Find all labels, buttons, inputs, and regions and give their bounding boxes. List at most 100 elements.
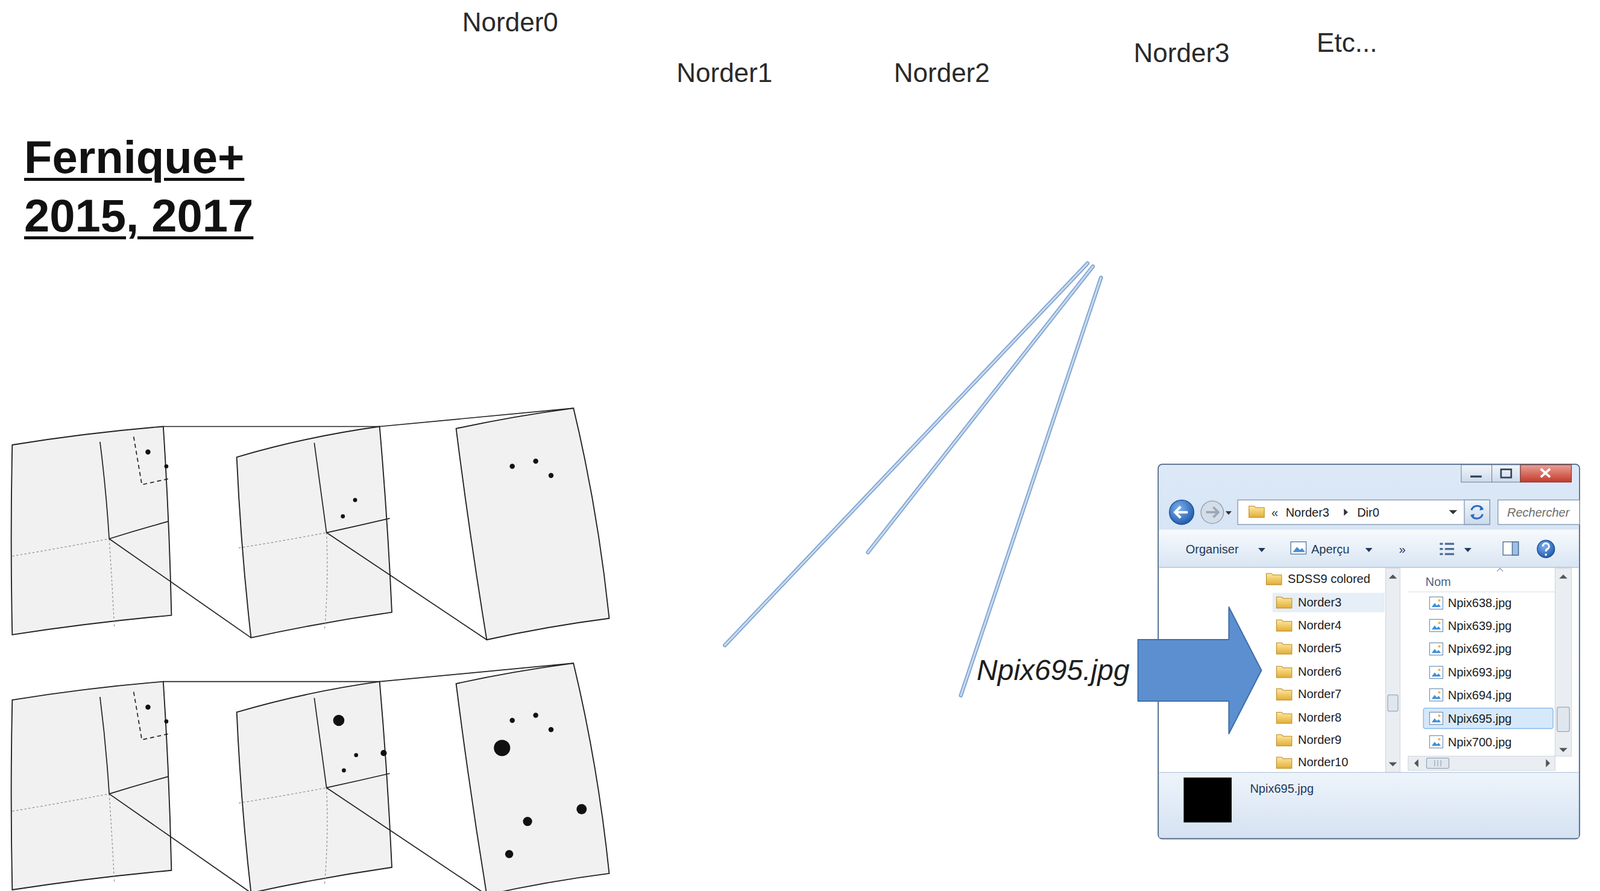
star <box>789 621 791 623</box>
zoom-line <box>109 408 574 640</box>
star <box>868 591 870 593</box>
star <box>866 714 871 719</box>
star <box>868 746 873 752</box>
star <box>806 622 808 624</box>
source-dot <box>353 752 359 758</box>
star <box>922 657 926 661</box>
healpix-sphere: Norder2 <box>812 130 1082 401</box>
help-button <box>1537 540 1555 558</box>
star <box>795 605 797 608</box>
star <box>847 599 849 602</box>
title-heading: Fernique+ 2015, 2017 <box>24 127 338 245</box>
folder-icon <box>1276 642 1292 655</box>
star <box>888 675 890 677</box>
star <box>815 634 817 636</box>
star <box>793 611 795 613</box>
star <box>737 660 741 664</box>
star <box>817 633 820 635</box>
star <box>810 727 812 729</box>
star <box>865 558 867 560</box>
order-label: Norder3 <box>1133 37 1230 70</box>
pixel-center-dots <box>604 130 856 368</box>
star <box>856 649 860 653</box>
star <box>865 682 868 685</box>
window-text: Dir0 <box>1357 505 1380 520</box>
refresh-icon <box>1470 506 1484 519</box>
selected-folder-row <box>1272 592 1385 612</box>
pane-icon <box>1511 541 1519 556</box>
star <box>822 649 825 652</box>
window-text: Npix694.jpg <box>1448 687 1512 703</box>
star <box>848 651 851 653</box>
star <box>872 699 874 701</box>
star <box>857 686 860 688</box>
sphere-illustration <box>595 120 854 378</box>
star <box>764 619 769 623</box>
star <box>841 701 843 703</box>
star <box>798 599 800 602</box>
star <box>864 680 866 682</box>
star <box>783 650 784 652</box>
window-frame <box>1158 464 1580 839</box>
star <box>916 675 920 679</box>
star <box>839 623 841 626</box>
star <box>819 724 820 725</box>
star <box>795 700 798 703</box>
folder-icon <box>1249 506 1265 518</box>
source-dot <box>145 704 151 710</box>
star <box>876 647 882 653</box>
preview-icon <box>1290 541 1306 555</box>
star <box>933 669 934 671</box>
star <box>812 710 815 713</box>
star <box>919 688 922 691</box>
zoom-leader-line <box>724 263 1101 696</box>
star <box>883 599 884 601</box>
window-text: Npix639.jpg <box>1448 618 1512 634</box>
tile-panel <box>236 426 392 638</box>
window-text: SDSS9 colored <box>1287 571 1371 586</box>
star <box>799 722 802 725</box>
star <box>837 689 841 693</box>
star <box>897 684 899 687</box>
star <box>859 706 863 709</box>
star <box>839 584 840 586</box>
star <box>745 651 746 653</box>
sphere-illustration <box>426 72 666 312</box>
star <box>902 693 904 694</box>
star <box>909 699 913 702</box>
minimize-glyph <box>1470 475 1482 478</box>
content-area <box>1159 567 1579 773</box>
source-dot <box>509 463 515 469</box>
star <box>880 725 885 730</box>
star <box>926 648 928 650</box>
star <box>876 701 878 703</box>
window-text: Norder5 <box>1297 640 1342 656</box>
star <box>847 746 853 752</box>
image-file-icon <box>1429 689 1443 702</box>
sort-chevron <box>1496 568 1503 572</box>
star <box>889 705 890 707</box>
zoom-leader-line <box>724 263 1101 696</box>
star <box>876 699 878 701</box>
source-dot <box>532 458 538 464</box>
tile-zoom-row <box>11 663 610 891</box>
dropdown-caret <box>1448 510 1458 515</box>
star <box>871 680 872 681</box>
window-text: Organiser <box>1185 541 1239 557</box>
source-dot <box>576 804 587 815</box>
window-text: Npix695.jpg <box>1249 781 1314 796</box>
search-box <box>1498 499 1580 525</box>
star <box>844 615 847 618</box>
star <box>805 593 811 599</box>
star <box>846 682 849 685</box>
source-dot <box>340 514 345 519</box>
window-text: » <box>1399 541 1406 557</box>
pixel-center-dots <box>1043 88 1357 401</box>
star <box>805 678 808 681</box>
star <box>840 660 841 661</box>
star <box>813 677 820 684</box>
star <box>754 647 756 649</box>
star <box>846 682 852 688</box>
star <box>807 618 808 620</box>
star <box>763 636 766 639</box>
